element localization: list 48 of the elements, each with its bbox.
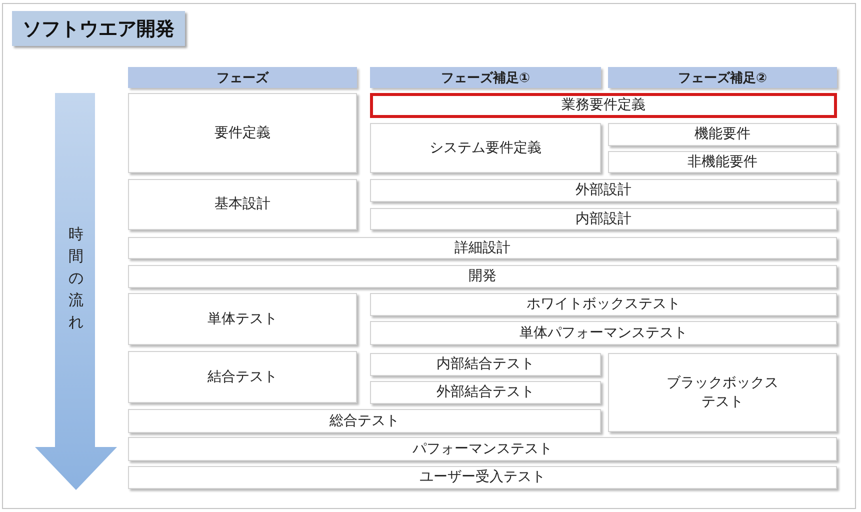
phase-label: 機能要件 bbox=[694, 125, 750, 144]
phase-card bbox=[128, 351, 357, 403]
phase-card bbox=[370, 179, 837, 202]
phase-label: 非機能要件 bbox=[688, 152, 758, 172]
title-text: ソフトウエア開発 bbox=[22, 16, 174, 42]
column-header bbox=[128, 67, 357, 88]
phase-label: 開発 bbox=[468, 267, 496, 286]
phase-card bbox=[370, 293, 837, 316]
phase-card bbox=[128, 293, 357, 345]
phase-card bbox=[370, 353, 601, 376]
phase-label: 単体パフォーマンステスト bbox=[520, 324, 688, 342]
phase-card bbox=[128, 265, 837, 288]
phase-card bbox=[608, 353, 837, 432]
phase-card bbox=[608, 151, 837, 173]
phase-card bbox=[608, 123, 837, 146]
phase-card bbox=[370, 321, 837, 345]
phase-label: 結合テスト bbox=[208, 368, 278, 386]
phase-label: 内部設計 bbox=[576, 210, 632, 228]
phase-label: 単体テスト bbox=[208, 310, 278, 328]
phase-card bbox=[370, 208, 837, 230]
phase-label: 外部結合テスト bbox=[436, 383, 534, 402]
phase-label: 業務要件定義 bbox=[562, 96, 646, 115]
phase-card bbox=[370, 381, 601, 404]
phase-card bbox=[128, 409, 601, 433]
header-label: フェーズ bbox=[216, 70, 268, 86]
phase-label: 基本設計 bbox=[214, 195, 270, 214]
phase-card bbox=[128, 179, 357, 230]
phase-card bbox=[128, 437, 837, 461]
phase-card bbox=[128, 466, 837, 489]
phase-label: ユーザー受入テスト bbox=[420, 468, 546, 487]
phase-label: 要件定義 bbox=[214, 124, 270, 142]
column-header bbox=[370, 67, 601, 88]
column-header bbox=[608, 67, 837, 88]
phase-label: ブラックボックステスト bbox=[666, 374, 780, 411]
header-label: フェーズ補足② bbox=[678, 70, 767, 86]
header-label: フェーズ補足① bbox=[440, 70, 530, 86]
arrow-label: 時間の流れ bbox=[68, 224, 84, 333]
phase-label: 外部設計 bbox=[576, 181, 632, 200]
phase-label: ホワイトボックステスト bbox=[526, 295, 680, 314]
phase-label: 内部結合テスト bbox=[436, 355, 534, 374]
phase-label: 総合テスト bbox=[330, 412, 400, 430]
phase-label: システム要件定義 bbox=[430, 138, 542, 158]
phase-card bbox=[128, 93, 357, 173]
phase-card bbox=[128, 237, 837, 259]
phase-label: パフォーマンステスト bbox=[412, 440, 552, 458]
highlighted-card bbox=[370, 93, 837, 118]
phase-label: 詳細設計 bbox=[454, 238, 510, 258]
phase-card bbox=[370, 123, 601, 173]
